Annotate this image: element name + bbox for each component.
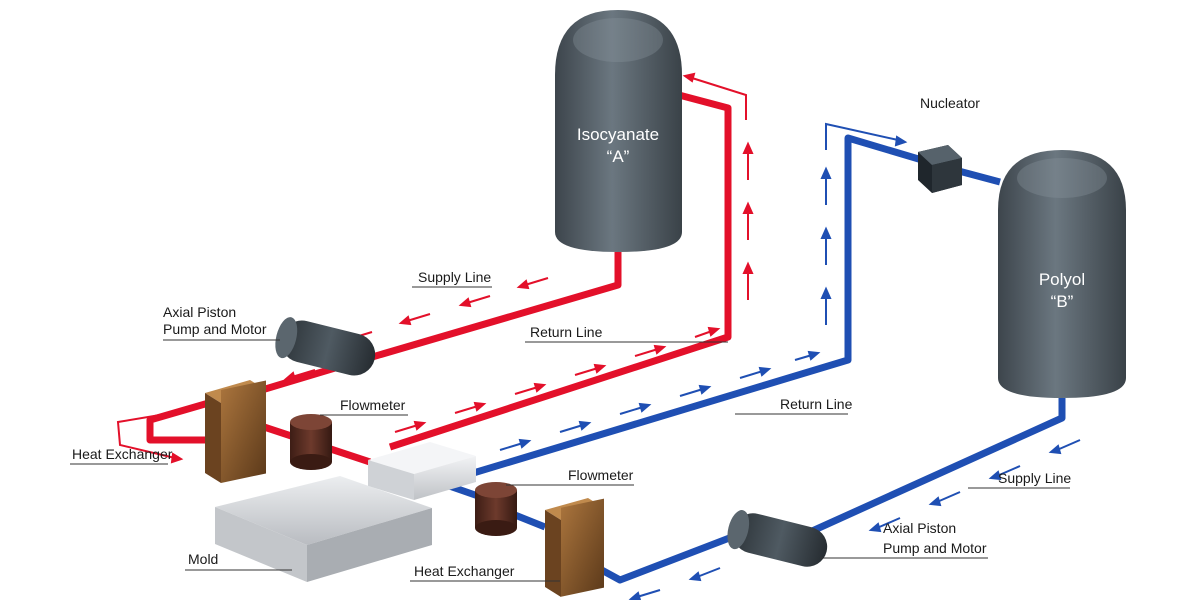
flow-arrow-red-icon (170, 452, 184, 464)
pump-a (275, 317, 376, 376)
flow-arrow-blue-icon (894, 135, 908, 147)
isocyanate-tank-sublabel: “A” (607, 147, 630, 166)
flow-arrow-blue-icon (1048, 439, 1081, 455)
flow-arrow-blue-icon (820, 226, 832, 265)
flow-arrow-blue-icon (688, 567, 721, 582)
supply-line-a-label: Supply Line (418, 269, 491, 285)
supply-line-b-label: Supply Line (998, 470, 1071, 486)
pump-b-label-line1: Axial Piston (883, 520, 956, 536)
pump-a-label-line2: Pump and Motor (163, 321, 267, 337)
polyol-piping (430, 134, 1066, 584)
flow-arrow-red-icon (742, 141, 754, 180)
supply-line-b-pipe (808, 398, 1066, 536)
flow-arrow-blue-icon (820, 286, 832, 325)
heat-exchanger-b (545, 498, 604, 597)
isocyanate-piping (146, 82, 732, 466)
nucleator (918, 145, 962, 193)
flowmeter-b (475, 482, 517, 536)
flow-arrow-blue-icon (825, 122, 899, 150)
isocyanate-tank: Isocyanate “A” (555, 10, 682, 252)
flow-arrow-blue-icon (739, 366, 772, 379)
flow-arrow-red-icon (516, 277, 549, 290)
flow-arrow-blue-icon (559, 420, 592, 433)
flow-arrow-blue-icon (679, 384, 712, 397)
flow-arrow-red-icon (574, 363, 607, 376)
nucleator-to-tank-b-pipe (954, 166, 1001, 186)
flowmeter-b-label: Flowmeter (568, 467, 634, 483)
blue-flow-arrows (499, 122, 1081, 600)
flow-arrow-red-icon (458, 295, 491, 308)
red-flow-arrows (116, 72, 754, 464)
flow-arrow-red-icon (116, 411, 179, 459)
polyol-tank-sublabel: “B” (1051, 292, 1074, 311)
mold (215, 476, 432, 582)
pump-to-heat-exchanger-b-pipe (596, 528, 747, 584)
pump-b (727, 510, 828, 567)
flow-arrow-blue-icon (619, 402, 652, 415)
flow-arrow-red-icon (514, 382, 547, 395)
flow-arrow-blue-icon (794, 350, 821, 361)
flow-arrow-blue-icon (499, 438, 532, 451)
nucleator-label: Nucleator (920, 95, 980, 111)
pump-a-label-line1: Axial Piston (163, 304, 236, 320)
flow-arrow-blue-icon (868, 517, 901, 533)
polyol-tank: Polyol “B” (998, 150, 1126, 398)
return-line-b-pipe (468, 134, 923, 478)
mold-label: Mold (188, 551, 218, 567)
flow-arrow-blue-icon (928, 491, 961, 507)
heat-exchanger-loop-pipe (146, 398, 213, 444)
flow-arrow-red-icon (742, 261, 754, 300)
flowmeter-a-label: Flowmeter (340, 397, 406, 413)
heat-exchanger-to-flowmeter-b-pipe (513, 511, 547, 531)
return-line-a-label: Return Line (530, 324, 603, 340)
flow-arrow-red-icon (398, 313, 431, 326)
polyol-tank-label: Polyol (1039, 270, 1085, 289)
flow-arrow-red-icon (682, 72, 696, 83)
flow-arrow-red-icon (454, 401, 487, 414)
flow-arrow-red-icon (691, 77, 747, 120)
flow-arrow-red-icon (634, 344, 667, 357)
flow-arrow-red-icon (283, 369, 316, 382)
flow-arrow-red-icon (742, 201, 754, 240)
flowmeter-a (290, 414, 332, 470)
return-line-b-label: Return Line (780, 396, 853, 412)
flow-arrow-blue-icon (988, 465, 1021, 481)
mix-head (368, 442, 476, 500)
flow-arrow-red-icon (394, 420, 427, 433)
heat-exchanger-a (205, 380, 266, 484)
flow-arrow-blue-icon (820, 166, 832, 205)
isocyanate-tank-label: Isocyanate (577, 125, 659, 144)
pump-b-label-line2: Pump and Motor (883, 540, 987, 556)
heat-exchanger-b-label: Heat Exchanger (414, 563, 515, 579)
heat-exchanger-a-label: Heat Exchanger (72, 446, 173, 462)
labels: Supply Line Return Line Axial Piston Pum… (70, 95, 1071, 582)
flow-arrow-blue-icon (628, 589, 661, 600)
supply-line-a-pipe (344, 252, 622, 369)
return-line-a-pipe (388, 82, 732, 451)
flow-arrow-red-icon (694, 326, 721, 338)
